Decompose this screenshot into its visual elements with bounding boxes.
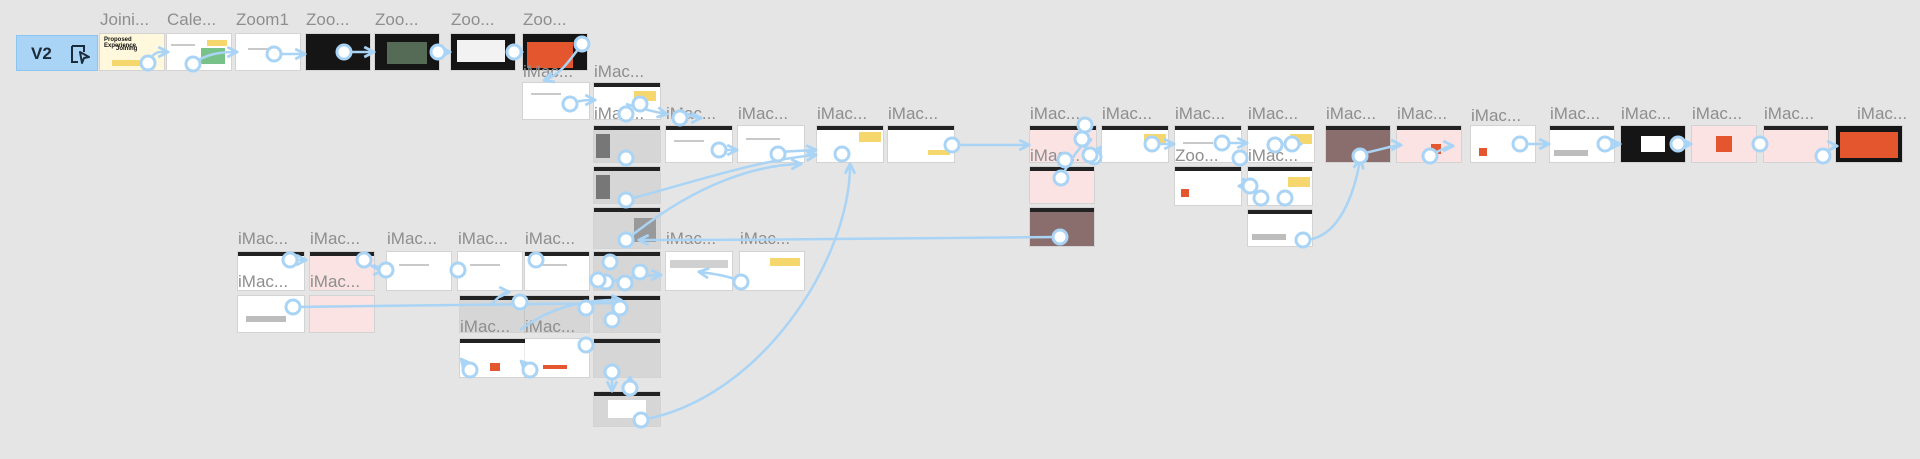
frame-label[interactable]: iMac...	[387, 229, 438, 248]
frame-label[interactable]: Zoom1	[236, 10, 289, 29]
frame-label[interactable]: Zoo...	[1175, 146, 1219, 165]
frame-label[interactable]: iMac...	[817, 104, 868, 123]
play-prototype-icon[interactable]	[69, 43, 91, 65]
frame-label[interactable]: iMac...	[525, 229, 576, 248]
frame-heading: Proposed Experience	[104, 37, 137, 49]
frame-zoom[interactable]	[1836, 126, 1902, 162]
frame-label[interactable]: Zoo...	[306, 10, 350, 29]
frame-label[interactable]: Cale...	[167, 10, 217, 29]
frame-label[interactable]: iMac...	[738, 104, 789, 123]
frame-imac[interactable]	[738, 126, 804, 162]
frame-label[interactable]: iMac...	[310, 229, 361, 248]
frame-label[interactable]: Joini...	[100, 10, 150, 29]
flow-name: V2	[31, 44, 52, 63]
frame-zoom-4[interactable]	[451, 34, 515, 70]
frame-subheading: Joining	[116, 46, 138, 52]
frame-label[interactable]: iMac...	[458, 229, 509, 248]
frame-label[interactable]: iMac...	[525, 317, 576, 336]
flow-starting-point-badge[interactable]: V2	[16, 35, 98, 71]
frame-label[interactable]: iMac...	[523, 62, 574, 81]
frame-label[interactable]: iMac...	[1326, 104, 1377, 123]
frame-label[interactable]: iMac...	[1764, 104, 1815, 123]
frame-imac[interactable]	[1692, 126, 1756, 162]
frame-label[interactable]: iMac...	[1692, 104, 1743, 123]
frame-zoom-3[interactable]	[375, 34, 439, 70]
frame-label[interactable]: iMac...	[1175, 104, 1226, 123]
frame-label[interactable]: iMac...	[238, 229, 289, 248]
frame-imac[interactable]	[740, 252, 804, 290]
frame-label[interactable]: iMac...	[1471, 106, 1522, 125]
frame-label[interactable]: iMac...	[238, 272, 289, 291]
frame-label[interactable]: iMac...	[1857, 104, 1908, 123]
frame-label[interactable]: iMac...	[1248, 104, 1299, 123]
frame-label[interactable]: iMac...	[1550, 104, 1601, 123]
frame-imac[interactable]	[1175, 167, 1241, 205]
frame-label[interactable]: iMac...	[594, 62, 645, 81]
frame-imac[interactable]	[1248, 210, 1312, 246]
frame-label[interactable]: iMac...	[666, 229, 717, 248]
frame-label[interactable]: iMac...	[460, 317, 511, 336]
frame-imac[interactable]	[888, 126, 954, 162]
frame-label[interactable]: iMac...	[1621, 104, 1672, 123]
frame-label[interactable]: iMac...	[310, 272, 361, 291]
frame-zoom1[interactable]	[236, 34, 300, 70]
frame-imac[interactable]	[387, 252, 451, 290]
frame-label[interactable]: iMac...	[1248, 146, 1299, 165]
frame-label[interactable]: Zoo...	[523, 10, 567, 29]
frame-label[interactable]: iMac...	[1030, 104, 1081, 123]
frame-label[interactable]: Zoo...	[451, 10, 495, 29]
frame-label[interactable]: iMac...	[888, 104, 939, 123]
frame-label[interactable]: Zoo...	[375, 10, 419, 29]
frame-label[interactable]: iMac...	[1397, 104, 1448, 123]
frame-label[interactable]: iMac...	[1102, 104, 1153, 123]
frame-imac[interactable]	[525, 296, 589, 332]
frame-imac[interactable]	[594, 126, 660, 162]
frame-imac[interactable]	[458, 252, 522, 290]
frame-imac[interactable]	[310, 296, 374, 332]
